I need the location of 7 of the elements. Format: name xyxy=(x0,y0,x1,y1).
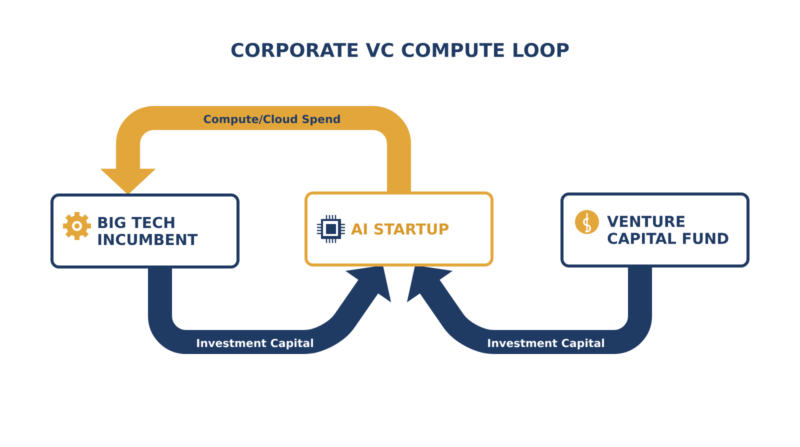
title: CORPORATE VC COMPUTE LOOP xyxy=(231,42,569,58)
edge-label: Investment Capital xyxy=(488,338,604,350)
process-box: VENTURE CAPITAL FUND xyxy=(560,192,750,268)
process-box: BIG TECH INCUMBENT xyxy=(50,194,240,268)
edge-label: Compute/Cloud Spend xyxy=(204,114,340,126)
edge-label: Investment Capital xyxy=(197,338,313,350)
process-box: AI STARTUP xyxy=(304,192,494,266)
